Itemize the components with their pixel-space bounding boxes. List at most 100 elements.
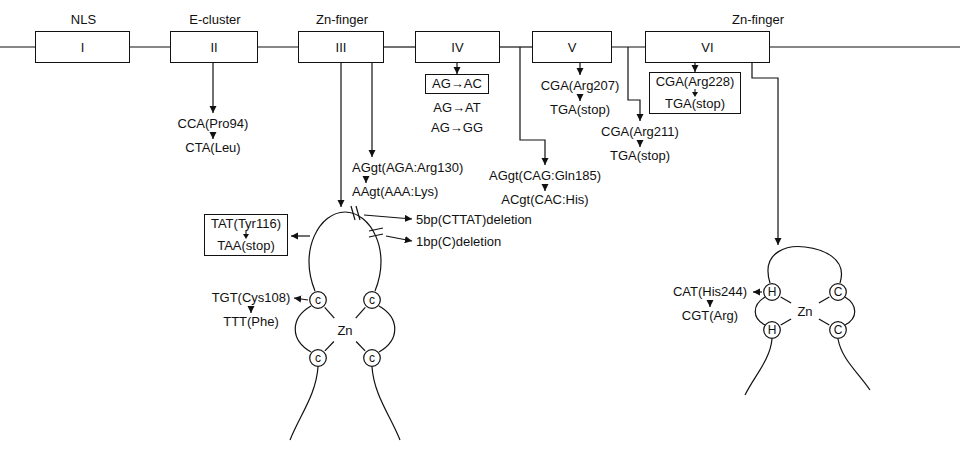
change-arrow bbox=[544, 184, 545, 191]
change-arrow bbox=[241, 231, 251, 239]
change-arrow bbox=[250, 306, 251, 313]
cysteine-circle: C bbox=[829, 321, 847, 339]
leader-arrow bbox=[753, 291, 762, 292]
mutation-label: 1bp(C)deletion bbox=[416, 234, 501, 249]
circle-outline bbox=[364, 292, 381, 309]
domain-name: E-cluster bbox=[189, 12, 240, 27]
zinc-bond bbox=[325, 342, 334, 351]
circle-outline bbox=[764, 322, 781, 339]
change-arrow bbox=[579, 94, 580, 101]
gene-axis bbox=[0, 46, 35, 47]
zinc-bond bbox=[356, 342, 365, 351]
zinc-bond bbox=[325, 307, 335, 318]
mutation-label: CGA(Arg211) bbox=[601, 124, 679, 139]
mutation-text: TAT(Tyr116) bbox=[211, 217, 281, 231]
domain-number: VI bbox=[701, 40, 713, 55]
change-arrow bbox=[212, 132, 213, 139]
mutation-text: AG→AC bbox=[432, 77, 482, 91]
mutation-label: CTA(Leu) bbox=[185, 140, 240, 155]
mutation-box: TAT(Tyr116)TAA(stop) bbox=[204, 214, 288, 256]
domain-box: V bbox=[532, 31, 612, 63]
mutation-label: TTT(Phe) bbox=[223, 314, 279, 329]
mutation-label: AG→GG bbox=[431, 120, 483, 135]
mutation-label: ACgt(CAC:His) bbox=[501, 192, 588, 207]
circle-outline bbox=[310, 292, 327, 309]
zinc-finger-loop bbox=[295, 306, 311, 352]
zinc-finger-tail bbox=[372, 367, 400, 440]
leader-arrow bbox=[628, 47, 640, 121]
leader-arrow bbox=[212, 63, 213, 113]
residue-letter: c bbox=[363, 291, 381, 309]
leader-arrow bbox=[579, 63, 580, 75]
cysteine-circle: C bbox=[829, 283, 847, 301]
leader-arrow bbox=[386, 236, 412, 241]
gene-axis bbox=[384, 46, 415, 47]
leader-arrow bbox=[294, 298, 308, 300]
leader-arrow bbox=[752, 63, 778, 245]
zinc-bond bbox=[819, 297, 829, 303]
mutation-label: AGgt(AGA:Arg130) bbox=[352, 160, 463, 175]
cysteine-circle: c bbox=[363, 349, 381, 367]
domain-name: Zn-finger bbox=[316, 12, 368, 27]
residue-letter: c bbox=[363, 349, 381, 367]
domain-number: V bbox=[568, 40, 577, 55]
mutation-arrow bbox=[456, 63, 457, 74]
zinc-finger-tail bbox=[290, 367, 318, 440]
mutation-box: AG→AC bbox=[425, 74, 489, 94]
residue-letter: C bbox=[829, 321, 847, 339]
mutation-label: AG→AT bbox=[433, 100, 480, 115]
domain-number: II bbox=[210, 40, 217, 55]
change-arrow bbox=[365, 176, 366, 183]
mutation-label: TGA(stop) bbox=[610, 148, 670, 163]
domain-box: Zn-fingerVI bbox=[645, 31, 770, 63]
domain-box: IV bbox=[415, 31, 500, 63]
zinc-finger-loop bbox=[755, 297, 765, 325]
break-mark bbox=[369, 228, 383, 237]
zinc-bond bbox=[781, 297, 791, 303]
zinc-bond bbox=[819, 319, 829, 325]
domain-name: Zn-finger bbox=[732, 12, 784, 27]
mutation-text: TGA(stop) bbox=[665, 97, 725, 111]
zinc-finger-tail bbox=[745, 339, 772, 395]
domain-number: IV bbox=[451, 40, 463, 55]
gene-axis bbox=[258, 46, 298, 47]
leader-arrow bbox=[364, 215, 412, 219]
zinc-label: Zn bbox=[797, 304, 812, 319]
gene-axis bbox=[770, 46, 960, 47]
leader-arrow bbox=[291, 235, 310, 236]
zinc-label: Zn bbox=[337, 323, 352, 338]
circle-outline bbox=[310, 350, 327, 367]
circle-outline bbox=[764, 284, 781, 301]
domain-box: Zn-fingerIII bbox=[298, 31, 384, 63]
circle-outline bbox=[830, 322, 847, 339]
leader-arrow bbox=[340, 63, 341, 207]
zinc-finger-tail bbox=[838, 339, 870, 390]
gene-axis bbox=[130, 46, 170, 47]
mutation-label: TGA(stop) bbox=[550, 102, 610, 117]
gene-axis bbox=[612, 46, 645, 47]
leader-arrow bbox=[371, 63, 372, 157]
leader-arrow bbox=[520, 47, 545, 165]
residue-letter: H bbox=[763, 283, 781, 301]
histidine-circle: H bbox=[763, 283, 781, 301]
gene-axis bbox=[500, 46, 532, 47]
cysteine-circle: c bbox=[363, 291, 381, 309]
mutation-label: 5bp(CTTAT)deletion bbox=[416, 212, 532, 227]
zinc-finger-loop bbox=[845, 297, 855, 325]
domain-box: NLSI bbox=[35, 31, 130, 63]
residue-letter: c bbox=[309, 291, 327, 309]
cysteine-circle: c bbox=[309, 291, 327, 309]
break-mark bbox=[351, 206, 360, 220]
circle-outline bbox=[830, 284, 847, 301]
mutation-label: CAT(His244) bbox=[673, 284, 747, 299]
mutation-label: AAgt(AAA:Lys) bbox=[352, 184, 438, 199]
histidine-circle: H bbox=[763, 321, 781, 339]
circle-outline bbox=[364, 350, 381, 367]
mutation-label: CGT(Arg) bbox=[682, 308, 738, 323]
mutation-label: AGgt(CAG:Gln185) bbox=[489, 168, 601, 183]
change-arrow bbox=[690, 89, 700, 97]
mutation-arrow bbox=[694, 63, 695, 72]
mutation-text: CGA(Arg228) bbox=[656, 75, 735, 89]
